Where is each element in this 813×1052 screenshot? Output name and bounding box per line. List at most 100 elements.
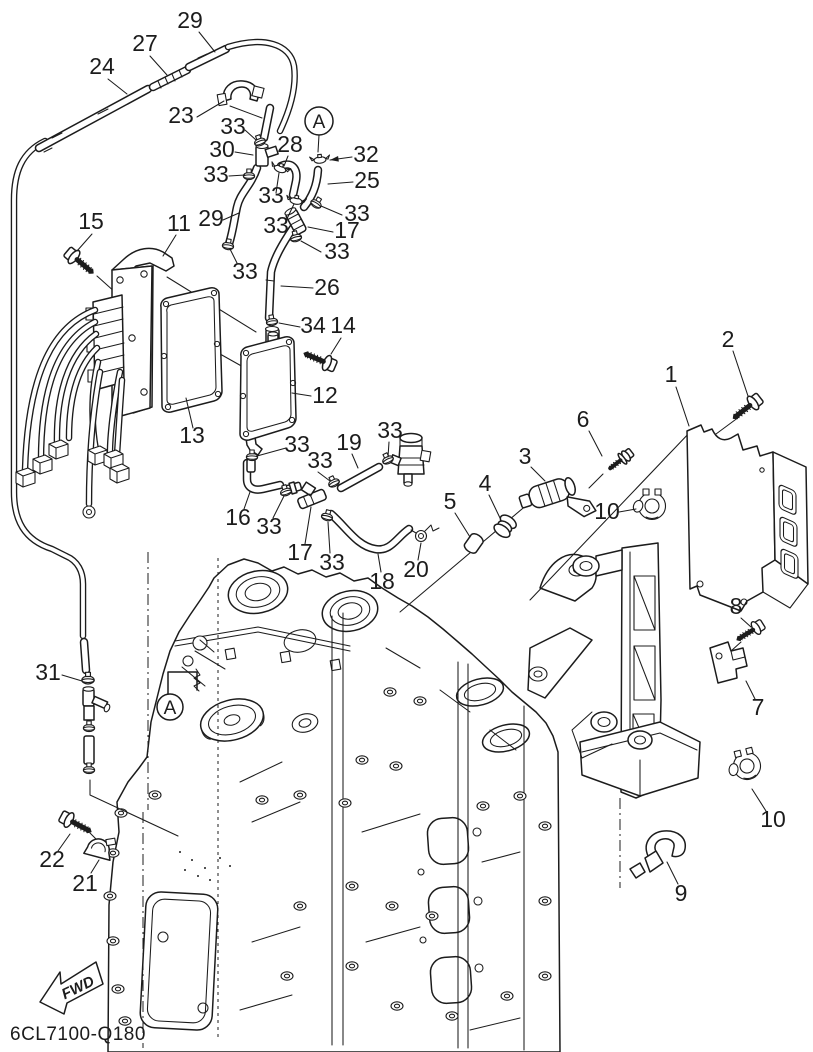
valve-canister: [389, 432, 432, 487]
engine-block-illustration: [103, 553, 597, 1052]
callout-leader-24: [107, 78, 128, 95]
ignition-unit-11: [15, 247, 175, 519]
clamp-10-lower: [722, 745, 764, 785]
callout-leader-31: [61, 674, 83, 682]
callout-leader-29: [198, 31, 216, 53]
callout-label-33-8: 33: [258, 182, 284, 208]
bolt-8: [733, 618, 767, 646]
callout-label-33-15: 33: [324, 238, 350, 264]
callout-leader-33: [275, 172, 280, 194]
callout-leader-12: [291, 392, 312, 397]
callout-label-7-40: 7: [752, 694, 765, 720]
screw-6: [604, 444, 638, 476]
bolt-14: [301, 346, 339, 374]
clip-9: [629, 830, 686, 879]
callout-label-20-31: 20: [403, 556, 429, 582]
callout-leader-14: [330, 337, 342, 355]
callout-leader-25: [327, 181, 354, 185]
callout-leader-17: [304, 506, 312, 545]
callout-leader-4: [488, 494, 501, 519]
callout-leader-17: [307, 226, 334, 233]
fitting-17-lower: [297, 481, 327, 510]
callout-label-6-35: 6: [577, 406, 590, 432]
callout-leader-5: [454, 512, 471, 538]
callout-label-33-9: 33: [263, 212, 289, 238]
callout-label-16-26: 16: [225, 504, 251, 530]
callout-leader-19: [351, 453, 359, 469]
callout-label-10-38: 10: [594, 498, 620, 524]
view-marker-label-1: A: [164, 698, 177, 719]
collar-5: [463, 532, 484, 554]
spark-plug-wires: [21, 306, 126, 508]
hose-holder-23: [216, 80, 265, 107]
callout-leader-33: [229, 248, 238, 264]
cover-plate-12: [239, 331, 297, 441]
clamp-31: [81, 671, 95, 685]
fitting-30: [255, 142, 279, 167]
bolt-22: [57, 809, 95, 839]
callout-label-2-37: 2: [722, 326, 735, 352]
clamp-21: [83, 837, 117, 862]
callout-label-8-39: 8: [730, 593, 743, 619]
callout-leader-33: [300, 240, 322, 253]
callout-label-13-21: 13: [179, 422, 205, 448]
callout-leader-30: [234, 151, 254, 156]
drawing-code: 6CL7100-Q180: [10, 1024, 146, 1045]
head-port-2: [481, 723, 531, 753]
callout-leader-3: [530, 466, 546, 482]
callout-label-24-2: 24: [89, 53, 115, 79]
pulley: [199, 698, 265, 742]
throttle-port-2: [321, 589, 379, 633]
callout-leader-28: [283, 155, 289, 167]
callout-leader-29: [222, 212, 240, 221]
callout-leader-16: [243, 491, 251, 510]
callout-leader-20: [417, 542, 422, 561]
callout-leader-23: [196, 100, 225, 118]
head-port-1: [455, 677, 505, 707]
callout-leader-22: [57, 833, 71, 852]
callout-label-12-20: 12: [312, 382, 338, 408]
callout-label-33-24: 33: [377, 417, 403, 443]
fitting-20: [410, 524, 440, 543]
callout-leader-11: [162, 234, 177, 257]
callout-label-15-46: 15: [78, 208, 104, 234]
bolt-2: [728, 391, 765, 425]
view-marker-circle-0: [304, 106, 334, 136]
view-a-mark: [167, 671, 198, 695]
fitting-stack-31: [82, 686, 111, 765]
clip-7: [709, 641, 748, 684]
callout-leader-33: [317, 471, 331, 482]
view-marker-label-0: A: [313, 112, 326, 133]
grommet-4: [493, 514, 517, 539]
callout-label-33-16: 33: [232, 258, 258, 284]
callout-label-5-32: 5: [444, 488, 457, 514]
callout-label-10-41: 10: [760, 806, 786, 832]
callout-leader-26: [280, 285, 314, 289]
callout-leader-21: [90, 859, 100, 874]
callout-label-9-42: 9: [675, 880, 688, 906]
callout-leader-18: [377, 553, 382, 573]
callout-label-27-1: 27: [132, 30, 158, 56]
callout-leader-33: [244, 129, 257, 141]
view-marker-leader: [317, 134, 320, 153]
callout-label-3-34: 3: [519, 443, 532, 469]
gasket-13: [160, 287, 223, 413]
callout-label-23-3: 23: [168, 102, 194, 128]
bolt-15: [62, 245, 98, 279]
callout-arrowhead: [330, 156, 339, 162]
view-marker-circle-1: [156, 693, 184, 721]
callout-label-26-17: 26: [314, 274, 340, 300]
callout-label-1-36: 1: [665, 361, 678, 387]
ring-terminal: [82, 505, 96, 519]
callout-leader-15: [76, 233, 93, 252]
mounting-bracket: [527, 542, 701, 799]
callout-label-28-6: 28: [277, 131, 303, 157]
callout-leader-10: [618, 508, 637, 513]
callout-label-29-0: 29: [177, 7, 203, 33]
ecu-unit-1: [686, 424, 809, 612]
callout-label-17-28: 17: [287, 539, 313, 565]
fwd-arrow: FWD: [39, 961, 104, 1015]
callout-leader-6: [588, 430, 603, 457]
